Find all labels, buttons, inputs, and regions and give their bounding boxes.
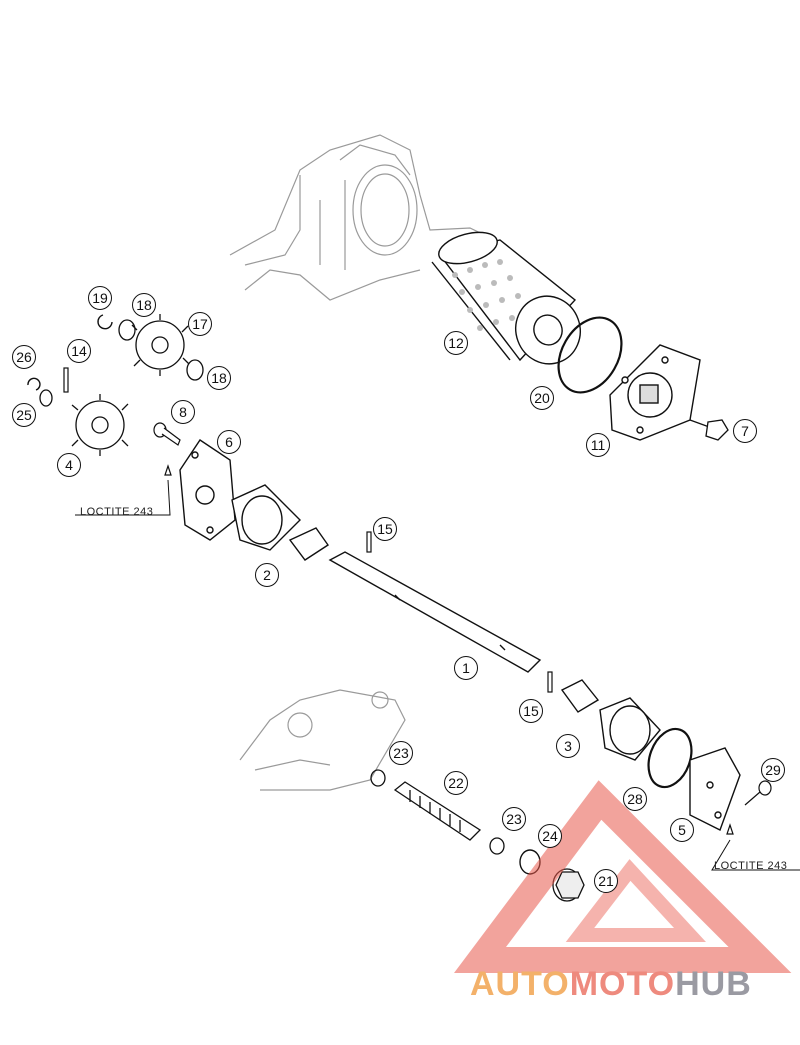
callout-15a: 15 bbox=[373, 517, 397, 541]
plug-21 bbox=[552, 868, 585, 902]
callout-17: 17 bbox=[188, 312, 212, 336]
gear-4 bbox=[71, 394, 129, 456]
circlip-19 bbox=[97, 314, 113, 330]
washer-25 bbox=[39, 389, 53, 407]
callout-23a: 23 bbox=[389, 741, 413, 765]
o-ring-28 bbox=[647, 727, 693, 789]
callout-14: 14 bbox=[67, 339, 91, 363]
engine-case-sketch-top bbox=[229, 134, 506, 301]
pin-15a bbox=[366, 531, 372, 553]
callout-22: 22 bbox=[444, 771, 468, 795]
callout-12: 12 bbox=[444, 331, 468, 355]
callout-23b: 23 bbox=[502, 807, 526, 831]
pump-shaft-1 bbox=[328, 551, 542, 673]
filter-cover bbox=[609, 344, 701, 441]
o-ring-20 bbox=[557, 316, 623, 394]
callout-4: 4 bbox=[57, 453, 81, 477]
callout-26: 26 bbox=[12, 345, 36, 369]
pump-rotor-3 bbox=[560, 679, 661, 761]
callout-24: 24 bbox=[538, 824, 562, 848]
callout-20: 20 bbox=[530, 386, 554, 410]
pump-rotor-2 bbox=[231, 484, 329, 561]
callout-11: 11 bbox=[586, 433, 610, 457]
callout-7: 7 bbox=[733, 419, 757, 443]
callout-8: 8 bbox=[171, 400, 195, 424]
callout-25: 25 bbox=[12, 403, 36, 427]
loctite-leader-left bbox=[75, 479, 171, 516]
watermark-inner bbox=[565, 859, 706, 942]
washer-18a bbox=[118, 319, 136, 341]
watermark-logo bbox=[454, 780, 792, 973]
pin-15b bbox=[547, 671, 553, 693]
bolt-29 bbox=[726, 780, 772, 835]
loctite-note-right: LOCTITE 243 bbox=[714, 860, 788, 872]
callout-21: 21 bbox=[594, 869, 618, 893]
callout-28: 28 bbox=[623, 787, 647, 811]
engine-case-sketch-bottom bbox=[239, 689, 406, 791]
loctite-note-left: LOCTITE 243 bbox=[80, 506, 154, 518]
washer-18b bbox=[186, 359, 204, 381]
callout-19: 19 bbox=[88, 286, 112, 310]
callout-6: 6 bbox=[217, 430, 241, 454]
o-ring-23a bbox=[370, 769, 386, 787]
callout-18a: 18 bbox=[132, 293, 156, 317]
oil-filter bbox=[431, 231, 581, 365]
callout-5: 5 bbox=[670, 818, 694, 842]
callout-3: 3 bbox=[556, 734, 580, 758]
pin-14 bbox=[63, 367, 69, 393]
callout-29: 29 bbox=[761, 758, 785, 782]
filter-screen-22 bbox=[393, 781, 482, 841]
gear-17 bbox=[131, 314, 190, 376]
watermark-part-moto: MOTO bbox=[569, 965, 676, 1003]
callout-2: 2 bbox=[255, 563, 279, 587]
bolt-7 bbox=[689, 419, 729, 441]
loctite-leader-right bbox=[711, 839, 800, 871]
cover-plate-6 bbox=[179, 439, 236, 541]
callout-15b: 15 bbox=[519, 699, 543, 723]
watermark-text: AUTOMOTOHUB bbox=[470, 965, 752, 1004]
screw-8 bbox=[153, 422, 181, 476]
callout-18b: 18 bbox=[207, 366, 231, 390]
watermark-part-hub: HUB bbox=[675, 965, 752, 1003]
o-ring-23b bbox=[489, 837, 505, 855]
cover-5 bbox=[689, 747, 741, 831]
circlip-26 bbox=[27, 377, 41, 391]
callout-1: 1 bbox=[454, 656, 478, 680]
watermark-part-auto: AUTO bbox=[470, 965, 570, 1003]
